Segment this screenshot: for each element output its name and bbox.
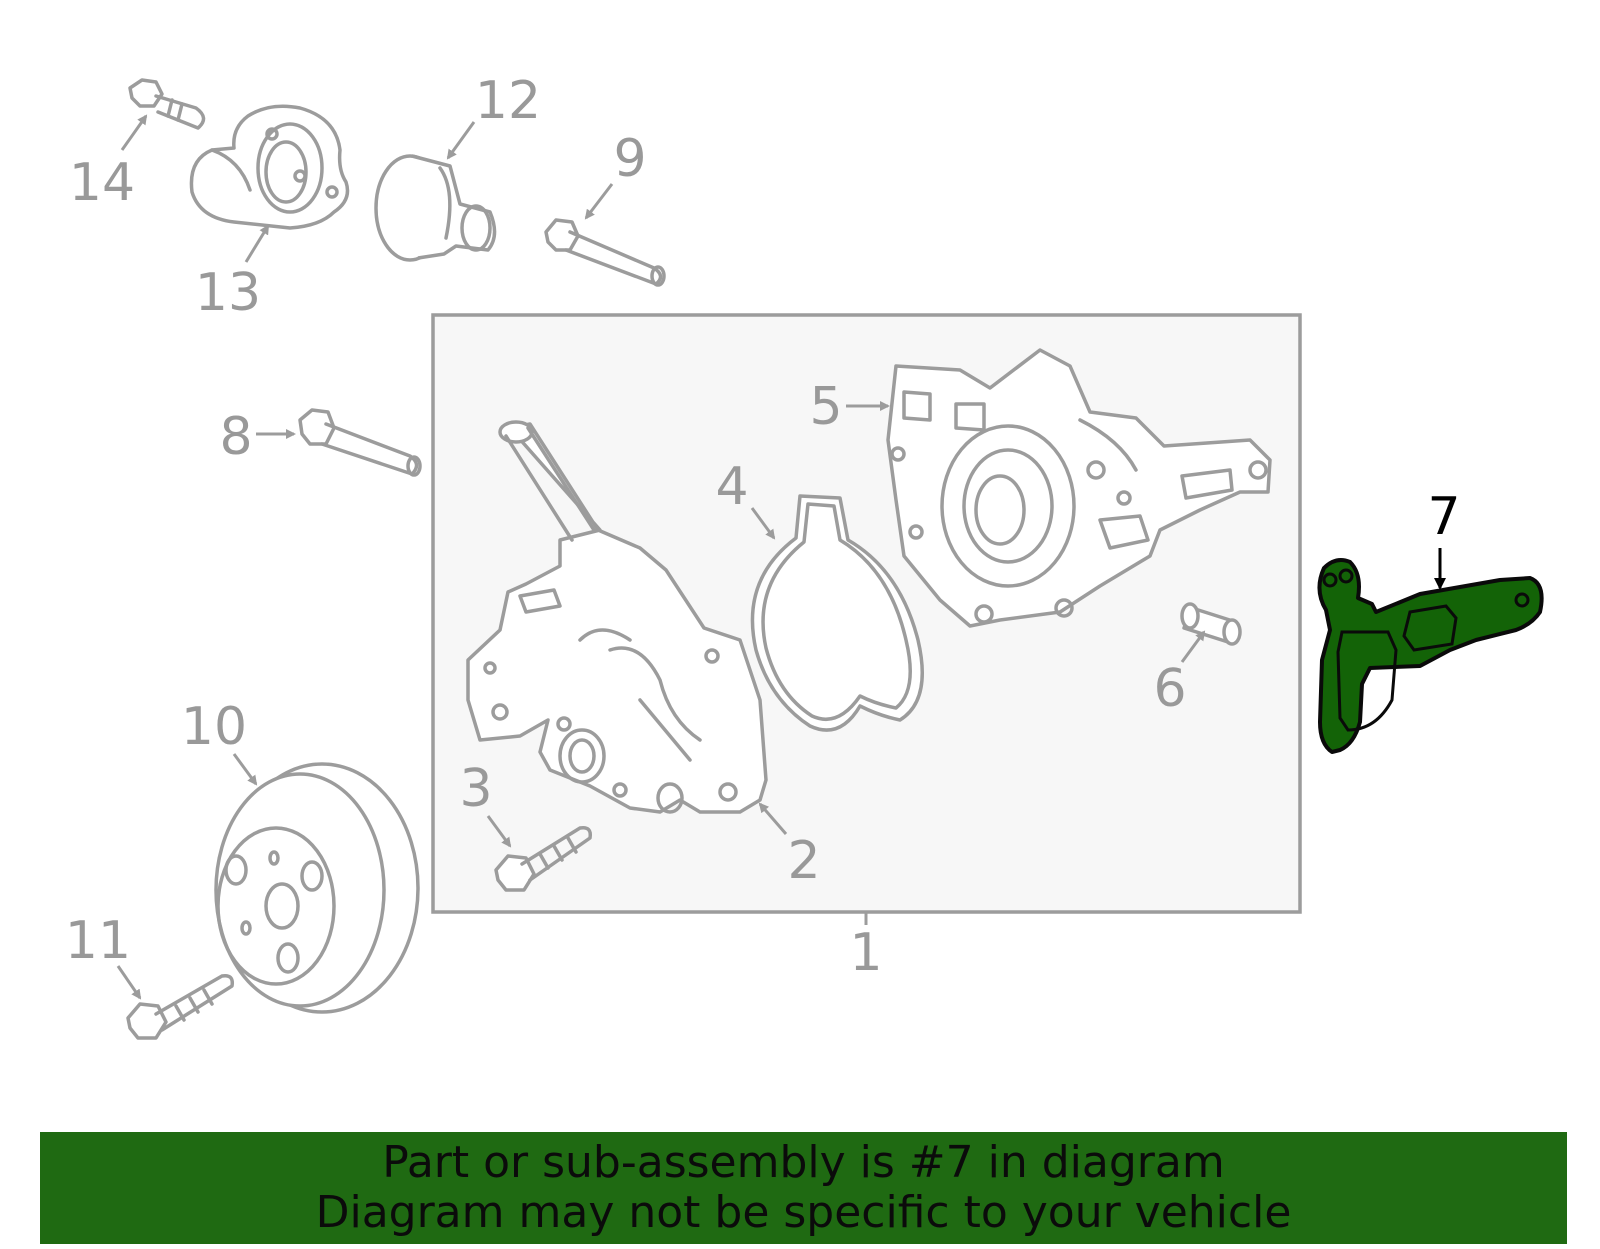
part-11-bolt: [126, 973, 235, 1040]
part-7-gasket-highlighted: [1317, 558, 1544, 754]
part-4-gasket: [750, 494, 925, 732]
part-9-bolt: [544, 218, 666, 287]
callout-9: 9: [613, 129, 646, 189]
callout-6: 6: [1153, 659, 1186, 719]
part-6-dowel: [1180, 602, 1242, 646]
callout-1: 1: [849, 923, 882, 983]
callout-8: 8: [219, 407, 252, 467]
callout-11: 11: [65, 911, 131, 971]
part-3-bolt: [494, 825, 593, 892]
part-2-water-pump: [466, 420, 768, 814]
part-8-bolt: [298, 408, 422, 477]
callout-10: 10: [181, 697, 247, 757]
leader-lines: [116, 114, 1446, 1000]
callout-5: 5: [809, 377, 842, 437]
callout-4: 4: [715, 457, 748, 517]
part-10-pulley: [214, 762, 420, 1014]
callout-13: 13: [195, 263, 261, 323]
part-14-bolt: [128, 78, 206, 130]
callout-3: 3: [459, 759, 492, 819]
callout-12: 12: [475, 71, 541, 131]
callout-14: 14: [69, 153, 135, 213]
callout-7: 7: [1427, 487, 1460, 547]
part-13-housing: [189, 104, 350, 230]
callout-2: 2: [787, 831, 820, 891]
part-5-housing: [886, 348, 1272, 628]
part-12-thermostat: [374, 154, 497, 262]
info-banner: Part or sub-assembly is #7 in diagram Di…: [40, 1132, 1567, 1244]
banner-line-2: Diagram may not be specific to your vehi…: [315, 1187, 1292, 1238]
banner-line-1: Part or sub-assembly is #7 in diagram: [382, 1137, 1225, 1188]
